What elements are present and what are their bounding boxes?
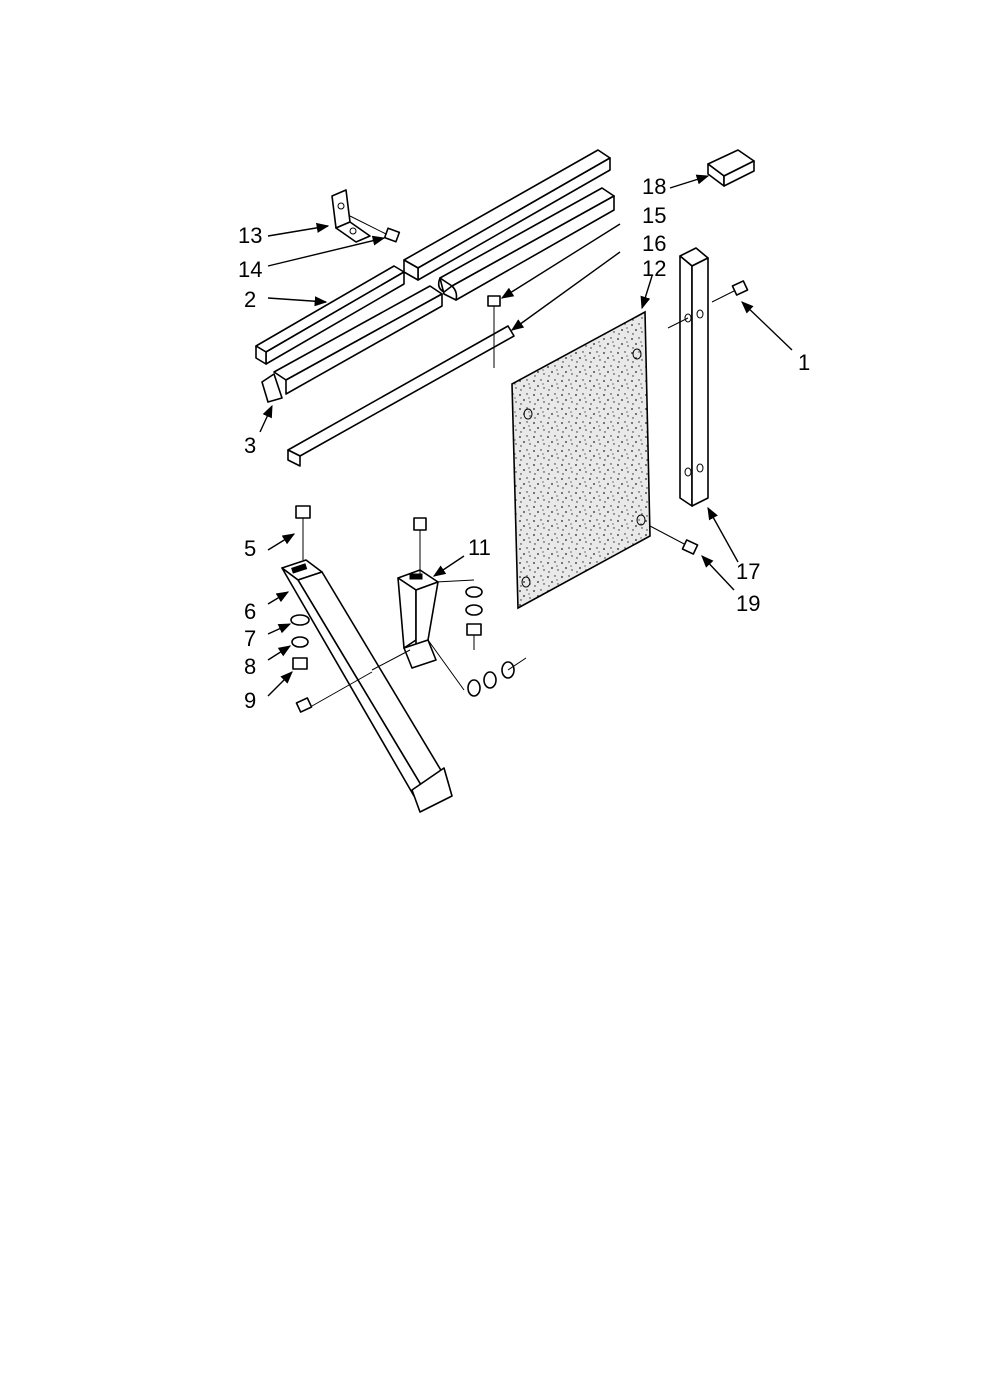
- part-12-panel: [511, 310, 651, 610]
- part-9-nut: [292, 657, 308, 670]
- part-13-angle-bracket: [331, 189, 371, 243]
- part-6-leg-brace: [281, 559, 453, 813]
- part-11-bracket: [397, 569, 439, 669]
- callout-18: 18: [642, 174, 667, 199]
- part-5-bolt: [295, 505, 311, 560]
- callout-5: 5: [244, 536, 257, 561]
- bracket-bolt: [413, 517, 427, 574]
- part-16-angle-strip: [287, 325, 515, 467]
- callout-7: 7: [244, 626, 257, 651]
- callout-2: 2: [244, 287, 257, 312]
- callout-11: 11: [468, 535, 491, 560]
- part-19-screw: [649, 525, 699, 555]
- part-3-end-channel-rail: [261, 285, 443, 403]
- screw-16: [487, 295, 501, 368]
- callout-12: 12: [642, 256, 667, 281]
- bracket-hardware-right: [435, 579, 483, 650]
- callout-14: 14: [238, 257, 263, 282]
- callout-8: 8: [244, 654, 257, 679]
- leg-to-bracket-line: [371, 649, 411, 671]
- callout-1: 1: [798, 350, 811, 375]
- callout-9: 9: [244, 688, 257, 713]
- callout-13: 13: [238, 223, 263, 248]
- part-18-foam-block: [707, 149, 755, 187]
- leader-lines: [259, 174, 793, 697]
- callout-16: 16: [642, 231, 667, 256]
- part-15-channel-rail: [437, 187, 615, 301]
- part-8-lock-washer: [291, 636, 309, 648]
- part-17-post: [667, 247, 709, 507]
- part-14-screw: [349, 215, 401, 243]
- part-1-screw: [711, 280, 749, 303]
- callout-3: 3: [244, 433, 257, 458]
- callout-15: 15: [642, 203, 667, 228]
- part-top-rail: [403, 149, 611, 281]
- callout-17: 17: [736, 559, 761, 584]
- bracket-hardware-bottom: [427, 639, 527, 697]
- callout-19: 19: [736, 591, 761, 616]
- part-7-washer: [290, 614, 310, 626]
- callout-6: 6: [244, 599, 257, 624]
- part-2-short-rail: [255, 265, 405, 365]
- leg-side-screw: [295, 671, 373, 713]
